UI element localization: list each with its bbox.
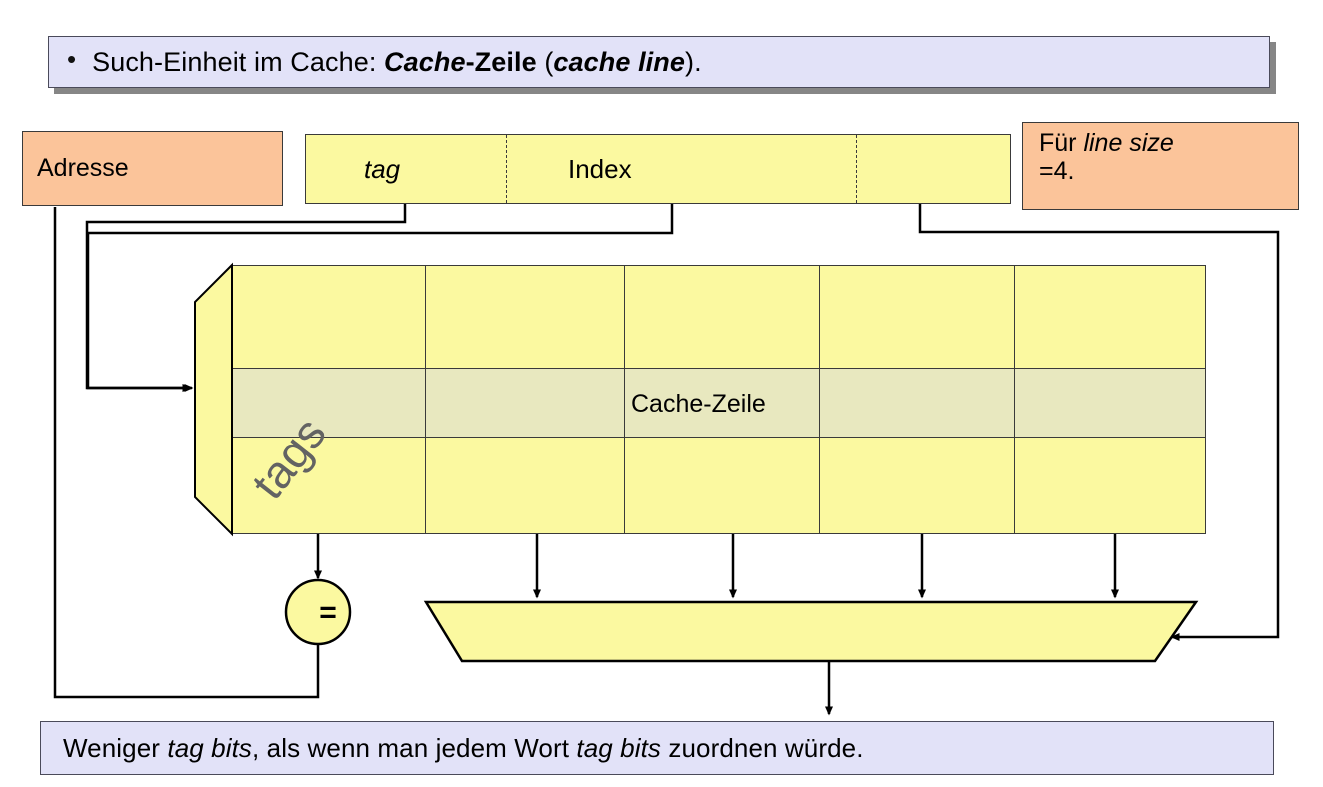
- data-cell-r0-c2: [819, 265, 1015, 369]
- bottom-callout-seg-4: zuordnen würde.: [661, 732, 864, 763]
- top-callout-seg-5: ).: [685, 46, 702, 77]
- adresse-label: Adresse: [37, 154, 129, 182]
- top-callout-seg-0: Such-Einheit im Cache:: [92, 46, 385, 77]
- bullet-icon: •: [67, 44, 77, 74]
- top-callout-seg-3: (: [536, 46, 554, 77]
- data-cell-r0-c3: [1014, 265, 1206, 369]
- data-cell-r1-c0: [425, 368, 625, 438]
- multiplexer-shape: [423, 600, 1199, 663]
- cache-line-label: Cache-Zeile: [631, 390, 766, 418]
- data-cell-r2-c3: [1014, 437, 1206, 534]
- bottom-callout-box: Weniger tag bits, als wenn man jedem Wor…: [40, 721, 1274, 775]
- line-size-note-line2: =4.: [1039, 157, 1075, 185]
- bottom-callout-text: Weniger tag bits, als wenn man jedem Wor…: [63, 733, 864, 764]
- top-callout-seg-1: Cache: [384, 46, 466, 77]
- tags-selector-shape: [194, 262, 233, 537]
- line-size-note-prefix: Für: [1039, 129, 1084, 157]
- top-callout-text: Such-Einheit im Cache: Cache-Zeile (cach…: [92, 47, 702, 78]
- address-field-bar: tag Index: [305, 134, 1011, 204]
- data-cell-r2-c1: [624, 437, 820, 534]
- top-callout-seg-4: cache line: [553, 46, 685, 77]
- data-cell-r1-c2: [819, 368, 1015, 438]
- data-cell-r1-c3: [1014, 368, 1206, 438]
- bottom-callout-seg-3: tag bits: [576, 732, 662, 763]
- bottom-callout-seg-0: Weniger: [63, 732, 168, 763]
- bottom-callout-seg-1: tag bits: [167, 732, 253, 763]
- tags-cell-row0: [232, 265, 426, 369]
- data-cell-r0-c1: [624, 265, 820, 369]
- top-callout-seg-2: -Zeile: [465, 46, 537, 77]
- address-field-tag-label: tag: [364, 154, 401, 184]
- comparator-symbol: =: [319, 596, 337, 629]
- line-size-note-box: Für line size =4.: [1022, 122, 1299, 210]
- data-cell-r2-c2: [819, 437, 1015, 534]
- line-size-note-line1: Für line size: [1039, 129, 1298, 157]
- address-divider-tag-index: [506, 135, 507, 203]
- adresse-box: Adresse: [22, 131, 283, 206]
- address-field-index-label: Index: [568, 154, 632, 184]
- data-cell-r2-c0: [425, 437, 625, 534]
- top-callout-box: • Such-Einheit im Cache: Cache-Zeile (ca…: [48, 36, 1270, 88]
- line-size-note-italic: line size: [1083, 129, 1174, 157]
- address-divider-index-offset: [856, 135, 857, 203]
- tags-cell-row1: [232, 368, 426, 438]
- data-cell-r0-c0: [425, 265, 625, 369]
- bottom-callout-seg-2: , als wenn man jedem Wort: [252, 732, 577, 763]
